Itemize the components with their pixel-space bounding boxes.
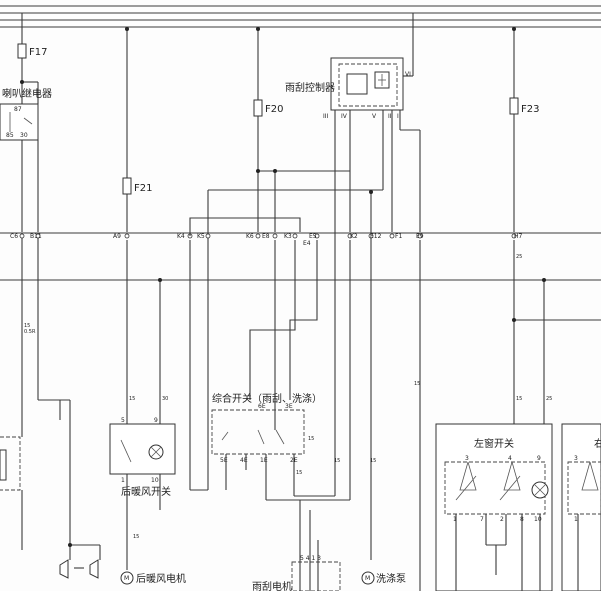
fuse-f21: F21 (122, 27, 152, 232)
svg-text:15: 15 (516, 396, 522, 402)
svg-text:E12: E12 (370, 233, 382, 240)
svg-text:K2: K2 (350, 233, 358, 240)
right-window-switch-label: 右 (594, 437, 601, 450)
svg-text:15: 15 (296, 470, 302, 476)
svg-text:K6: K6 (246, 233, 254, 240)
svg-text:30: 30 (162, 396, 168, 402)
svg-text:E4: E4 (303, 240, 311, 247)
wiper-controller: 雨刮控制器 VI III IV V II I (207, 13, 421, 490)
left-partial-component (0, 399, 61, 550)
fuse-f21-label: F21 (134, 183, 152, 194)
fuse-f23: F23 (509, 27, 539, 232)
wiper-motor-label: 雨刮电机 (252, 580, 292, 591)
svg-text:0.5R: 0.5R (24, 329, 36, 335)
svg-text:10: 10 (534, 516, 542, 523)
right-window-switch-partial: 右 3 1 (561, 423, 601, 591)
svg-text:2: 2 (500, 516, 504, 523)
fuse-f17-label: F17 (29, 47, 47, 58)
svg-text:15: 15 (129, 396, 135, 402)
svg-text:E8: E8 (262, 233, 270, 240)
svg-text:H7: H7 (514, 233, 523, 240)
combination-switch-label: 综合开关（雨刮、洗涤） (212, 392, 322, 405)
rear-heater-fan-motor-label: 后暖风电机 (136, 572, 186, 585)
combo-switch-wiring (189, 217, 318, 491)
svg-text:II: II (388, 113, 392, 120)
fuse-f17: F17 (17, 13, 47, 232)
svg-text:9: 9 (537, 455, 541, 462)
svg-text:IV: IV (341, 113, 348, 120)
top-bus-lines (0, 5, 601, 28)
wiper-controller-label: 雨刮控制器 (285, 81, 335, 94)
svg-text:15: 15 (133, 534, 139, 540)
svg-text:87: 87 (14, 106, 22, 113)
svg-text:10: 10 (151, 477, 159, 484)
combination-switch: 综合开关（雨刮、洗涤） 6E 3E 5E 4E 1E 2E 15 15 15 1… (211, 240, 376, 501)
svg-text:3: 3 (465, 455, 469, 462)
horn-speakers (40, 399, 101, 579)
svg-text:K3: K3 (284, 233, 292, 240)
svg-text:F1: F1 (395, 233, 402, 240)
svg-text:3: 3 (574, 455, 578, 462)
svg-text:E9: E9 (416, 233, 424, 240)
svg-text:7: 7 (480, 516, 484, 523)
horn-relay: 喇叭继电器 87 85 30 (0, 80, 52, 141)
svg-text:6E: 6E (258, 403, 266, 410)
svg-text:K4: K4 (177, 233, 185, 240)
svg-text:15: 15 (308, 436, 314, 442)
svg-text:15: 15 (414, 381, 420, 387)
fuse-f23-label: F23 (521, 104, 539, 115)
svg-text:1: 1 (453, 516, 457, 523)
svg-text:5 4 1 3: 5 4 1 3 (300, 555, 321, 562)
svg-text:M: M (124, 575, 129, 582)
svg-text:25: 25 (546, 396, 552, 402)
svg-text:M: M (365, 575, 370, 582)
rear-heater-switch: 5 9 1 10 后暖风开关 15 15 30 (109, 240, 176, 570)
svg-text:15: 15 (24, 323, 30, 329)
rear-heater-fan-motor: M 后暖风电机 (120, 571, 186, 585)
svg-text:5E: 5E (220, 457, 228, 464)
left-window-switch: 左窗开关 3 4 9 1 7 2 8 10 (435, 423, 553, 591)
svg-text:A9: A9 (113, 233, 121, 240)
svg-text:4: 4 (508, 455, 512, 462)
washer-pump-label: 洗涤泵 (376, 572, 406, 585)
svg-text:9: 9 (154, 417, 158, 424)
connector-pins: C6 B11 A9 K4 K5 K6 E8 K3 E5 K2 E12 F1 E9… (10, 233, 523, 247)
washer-pump: M 洗涤泵 (361, 571, 406, 585)
svg-text:5: 5 (121, 417, 125, 424)
svg-text:30: 30 (20, 132, 28, 139)
svg-text:1: 1 (574, 516, 578, 523)
svg-text:3E: 3E (285, 403, 293, 410)
svg-text:1E: 1E (260, 457, 268, 464)
svg-text:25: 25 (516, 254, 522, 260)
svg-text:15: 15 (370, 458, 376, 464)
svg-text:E5: E5 (309, 233, 317, 240)
svg-text:15: 15 (334, 458, 340, 464)
svg-text:C6: C6 (10, 233, 18, 240)
rear-heater-switch-label: 后暖风开关 (121, 485, 171, 498)
svg-text:I: I (397, 113, 399, 120)
svg-text:III: III (323, 113, 329, 120)
svg-text:V: V (372, 113, 377, 120)
wiper-motor-partial: 5 4 1 3 雨刮电机 (252, 500, 341, 591)
svg-text:4E: 4E (240, 457, 248, 464)
left-window-switch-label: 左窗开关 (474, 437, 514, 450)
svg-text:B11: B11 (30, 233, 42, 240)
horn-relay-label: 喇叭继电器 (2, 87, 52, 100)
svg-text:1: 1 (121, 477, 125, 484)
svg-text:85: 85 (6, 132, 14, 139)
svg-text:VI: VI (405, 71, 411, 78)
svg-text:K5: K5 (197, 233, 205, 240)
fuse-f20-label: F20 (265, 104, 283, 115)
